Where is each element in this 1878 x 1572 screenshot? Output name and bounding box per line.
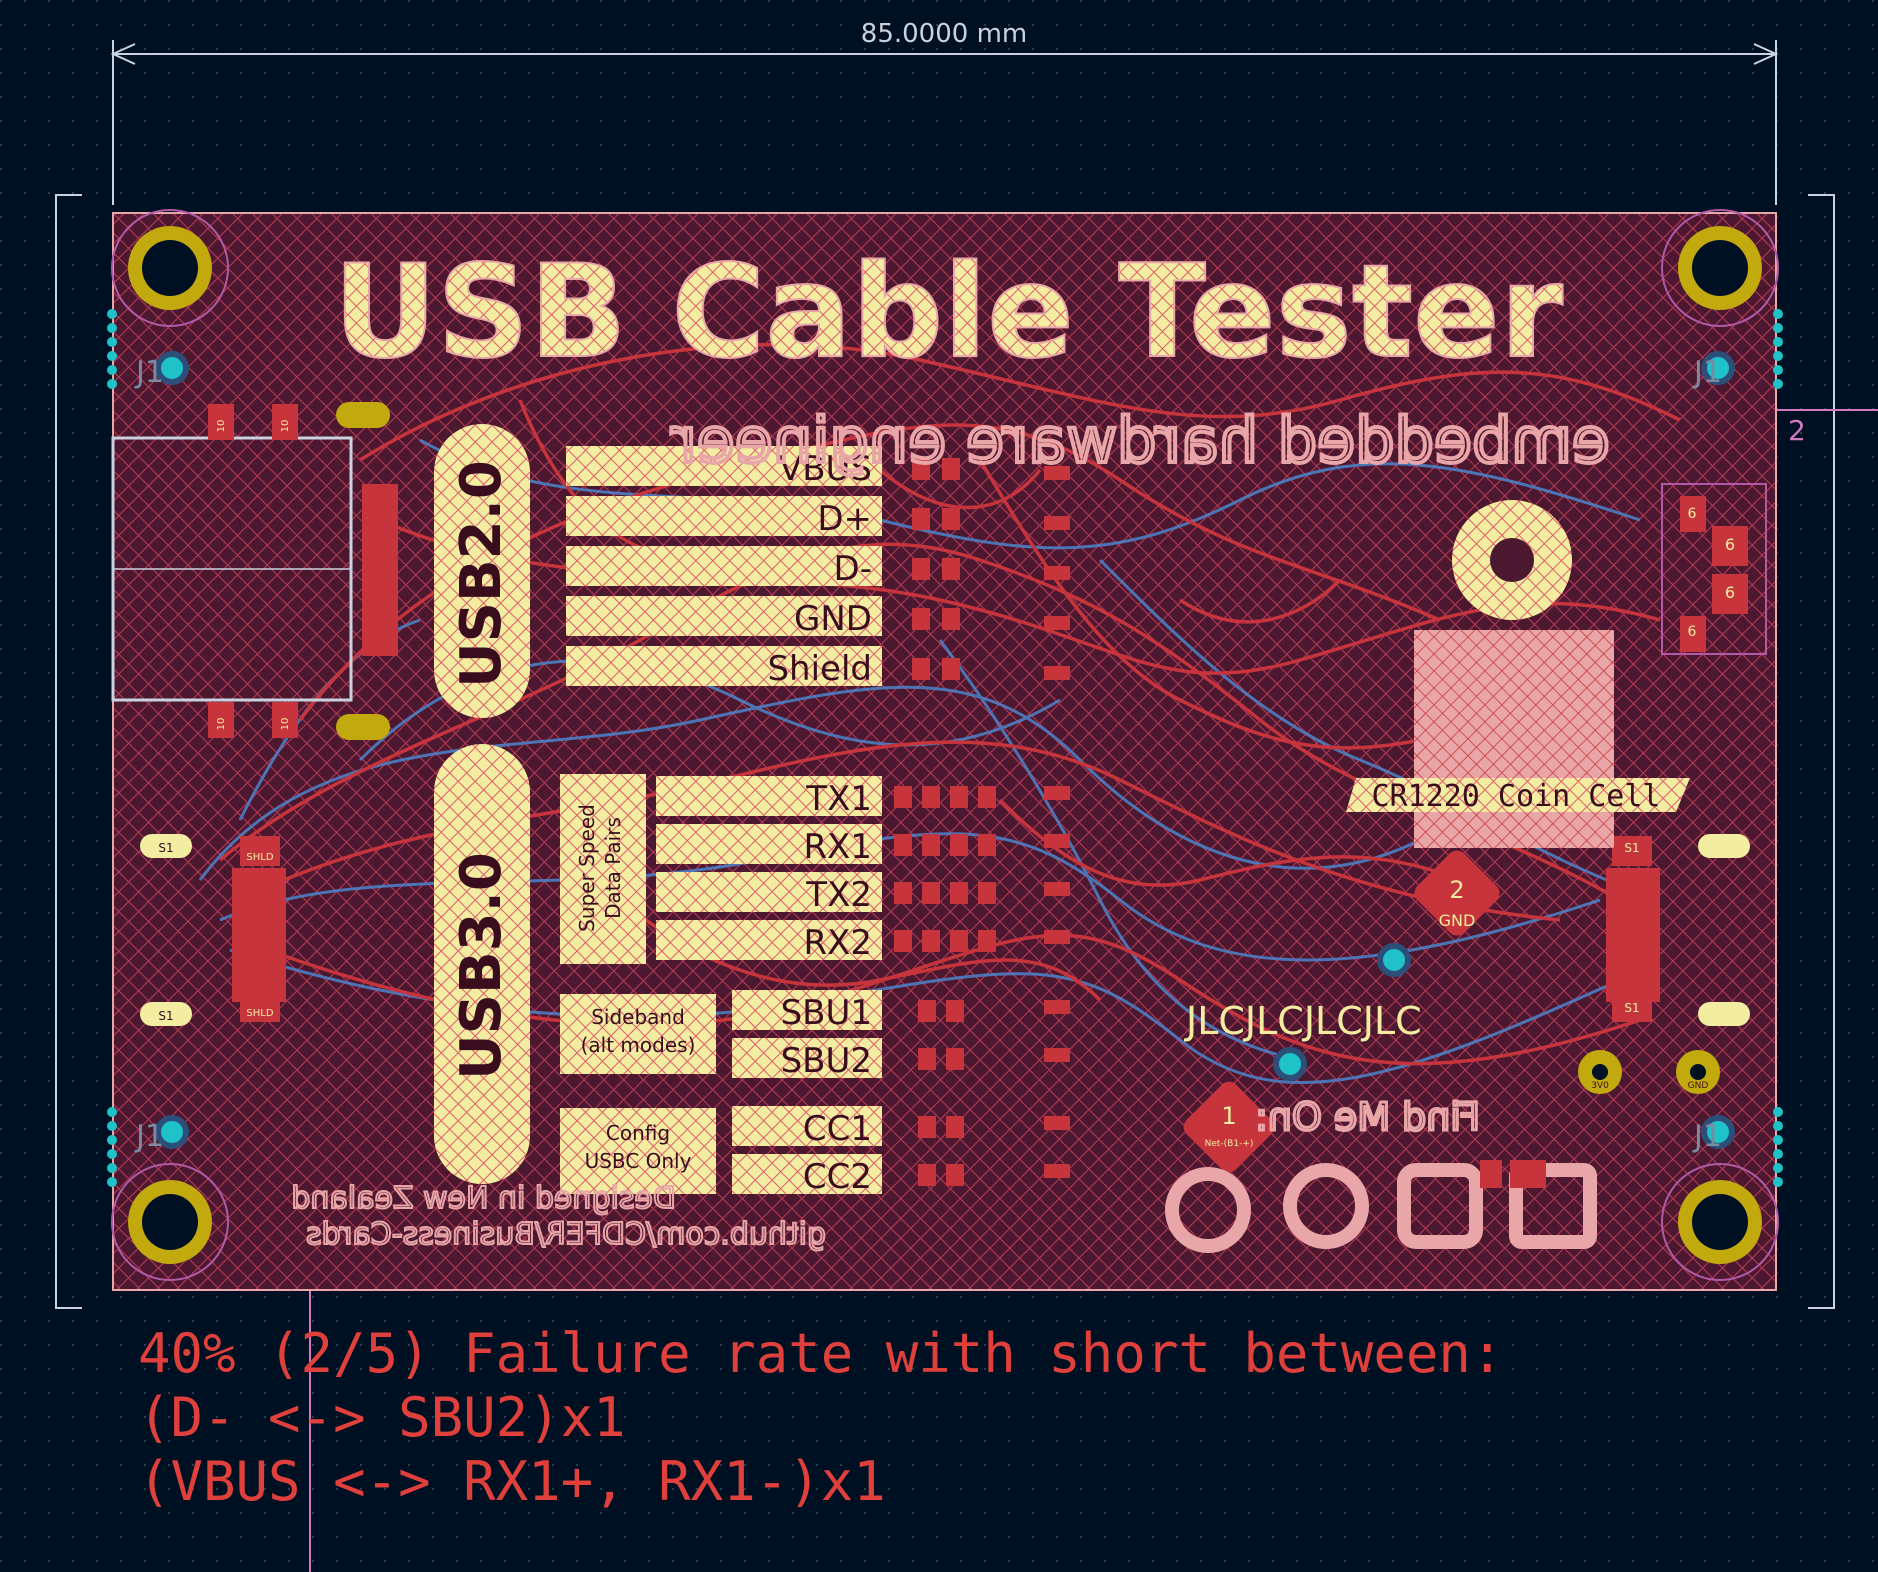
usb2-pin-gnd: GND xyxy=(794,599,872,639)
pad-1-number: 1 xyxy=(1221,1102,1236,1130)
usb-c-right-connector: S1 S1 xyxy=(1606,834,1750,1026)
j1-label-top-right: J1 xyxy=(1692,355,1722,390)
right-s1-bottom: S1 xyxy=(1624,1001,1639,1015)
test-point-gnd: GND xyxy=(1688,1081,1709,1091)
usb3-group-label-1: Super Speed xyxy=(575,804,599,932)
usb3-pin-rx1: RX1 xyxy=(803,827,872,867)
usb-a-shield-pads: 10 10 10 10 xyxy=(208,402,398,740)
dimension-label: 85.0000 mm xyxy=(861,19,1027,49)
sideband-label-2: (alt modes) xyxy=(581,1033,696,1057)
usb2-pin-shield: Shield xyxy=(767,649,872,689)
usb-c-left-connector: S1 S1 SHLD SHLD xyxy=(140,834,286,1026)
designer-line-1: Designed in New Zealand xyxy=(291,1181,676,1216)
edge-castellations xyxy=(107,309,1783,1187)
usb2-label: USB2.0 xyxy=(449,460,514,688)
usb3-pin-rx2: RX2 xyxy=(803,923,872,963)
shld-pin-1: 10 xyxy=(216,420,227,433)
coin-cell-area: CR1220 Coin Cell xyxy=(1346,778,1690,814)
usb3-pin-tx1: TX1 xyxy=(805,779,872,819)
battery-pad-1: 1 Net-(B1-+) xyxy=(1183,1081,1275,1173)
failure-rate-line-2: (D- <-> SBU2)x1 xyxy=(138,1386,626,1449)
config-block: Config USBC Only CC1 CC2 xyxy=(560,1106,882,1197)
failure-rate-line-1: 40% (2/5) Failure rate with short betwee… xyxy=(138,1322,1504,1385)
sideband-block: Sideband (alt modes) SBU1 SBU2 xyxy=(560,990,882,1081)
github-icon xyxy=(1165,1167,1251,1253)
test-points: 3V0 GND xyxy=(1480,1050,1720,1188)
reddit-icon xyxy=(1283,1163,1369,1249)
failure-rate-note: 40% (2/5) Failure rate with short betwee… xyxy=(138,1322,1503,1514)
sideband-pin-sbu2: SBU2 xyxy=(781,1041,872,1081)
config-pin-cc2: CC2 xyxy=(803,1157,872,1197)
pad-1-net: Net-(B1-+) xyxy=(1205,1139,1254,1149)
left-shld-bottom: SHLD xyxy=(246,1008,273,1019)
right-s1-top: S1 xyxy=(1624,841,1639,855)
social-icons xyxy=(1165,1163,1597,1253)
dimension-annotation xyxy=(110,40,1779,205)
shld-pin-4: 10 xyxy=(280,718,291,731)
side-switch-pin-2: 6 xyxy=(1725,535,1735,554)
config-label-1: Config xyxy=(606,1121,670,1145)
find-me-text: Find Me On: xyxy=(1255,1095,1480,1139)
side-switch: 6 6 6 6 xyxy=(1661,483,1767,655)
side-switch-pin-3: 6 xyxy=(1725,583,1735,602)
led-pad-array xyxy=(894,458,1070,1186)
usb3-pin-tx2: TX2 xyxy=(805,875,872,915)
side-switch-pin-4: 6 xyxy=(1688,624,1697,640)
vias xyxy=(155,351,1735,1149)
coin-cell-label: CR1220 Coin Cell xyxy=(1372,779,1661,814)
shld-pin-3: 10 xyxy=(216,718,227,731)
usb2-block: USB2.0 VBUS D+ D- GND Shield xyxy=(434,424,882,718)
linkedin-icon xyxy=(1509,1163,1597,1249)
battery-pad-2: 2 GND xyxy=(1414,850,1500,936)
shld-pin-2: 10 xyxy=(280,420,291,433)
usb3-group-label-2: Data Pairs xyxy=(601,817,625,919)
usb3-block: USB3.0 Super Speed Data Pairs TX1 RX1 TX… xyxy=(434,744,882,1184)
left-s1-bottom: S1 xyxy=(158,1009,173,1023)
j1-label-top-left: J1 xyxy=(134,355,164,390)
board-subtitle: embedded hardware engineer xyxy=(671,404,1610,477)
mounting-holes xyxy=(111,209,1779,1281)
j1-label-bottom-left: J1 xyxy=(134,1119,164,1154)
side-switch-pin-1: 6 xyxy=(1688,506,1697,522)
edge-number: 2 xyxy=(1788,414,1806,447)
pad-2-number: 2 xyxy=(1449,876,1464,904)
usb2-pin-dminus: D- xyxy=(834,549,872,589)
sideband-label-1: Sideband xyxy=(591,1005,685,1029)
board-title: USB Cable Tester xyxy=(333,238,1563,387)
usb2-pin-dplus: D+ xyxy=(817,499,872,539)
failure-rate-line-3: (VBUS <-> RX1+, RX1-)x1 xyxy=(138,1450,886,1513)
test-point-3v0: 3V0 xyxy=(1591,1081,1609,1091)
usb3-label: USB3.0 xyxy=(449,852,514,1080)
sideband-pin-sbu1: SBU1 xyxy=(781,993,872,1033)
left-s1-top: S1 xyxy=(158,841,173,855)
left-shld-top: SHLD xyxy=(246,852,273,863)
j1-label-bottom-right: J1 xyxy=(1692,1119,1722,1154)
config-label-2: USBC Only xyxy=(585,1149,692,1173)
config-pin-cc1: CC1 xyxy=(803,1109,872,1149)
designer-line-2: github.com/CDFER/Business-Cards xyxy=(306,1217,826,1252)
usb2-pin-vbus: VBUS xyxy=(779,449,872,489)
pad-2-net: GND xyxy=(1439,911,1476,930)
instagram-icon xyxy=(1397,1163,1483,1249)
fab-text: JLCJLCJLCJLC xyxy=(1184,999,1422,1043)
